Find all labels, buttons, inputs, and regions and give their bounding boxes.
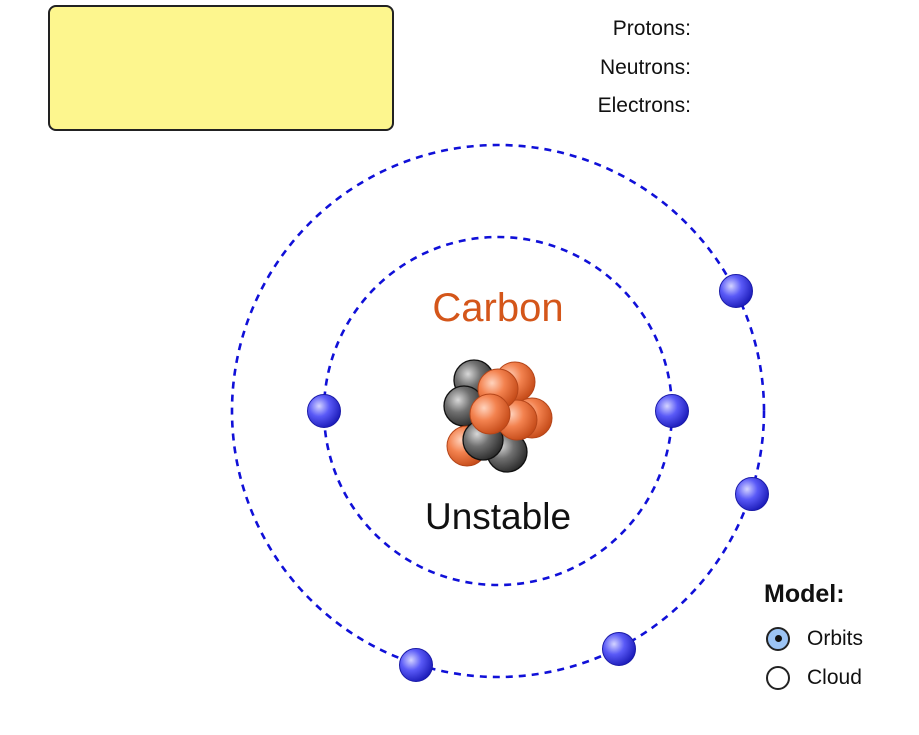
electrons-label: Electrons: bbox=[597, 94, 691, 117]
radio-unchecked-icon[interactable] bbox=[766, 665, 790, 690]
nucleus-proton bbox=[469, 393, 511, 435]
element-name: Carbon bbox=[432, 286, 564, 330]
model-option-orbits[interactable]: Orbits bbox=[764, 619, 863, 658]
inner-electron bbox=[307, 394, 341, 428]
nucleus bbox=[443, 359, 553, 473]
protons-label: Protons: bbox=[612, 17, 691, 40]
outer-electron bbox=[735, 477, 769, 511]
model-option-label: Cloud bbox=[807, 665, 862, 689]
model-title: Model: bbox=[764, 580, 845, 608]
outer-orbit bbox=[230, 143, 766, 679]
outer-electron bbox=[719, 274, 753, 308]
neutrons-label: Neutrons: bbox=[599, 56, 691, 79]
model-selector: Model: Orbits Cloud bbox=[764, 580, 863, 697]
inner-electron bbox=[655, 394, 689, 428]
model-option-label: Orbits bbox=[807, 626, 864, 650]
stability-label: Unstable bbox=[424, 496, 572, 537]
electrons bbox=[307, 274, 769, 682]
model-option-cloud[interactable]: Cloud bbox=[764, 658, 863, 697]
outer-electron bbox=[399, 648, 433, 682]
radio-dot-icon bbox=[774, 635, 782, 642]
outer-electron bbox=[602, 632, 636, 666]
radio-checked-icon[interactable] bbox=[766, 626, 790, 651]
particle-legend bbox=[48, 5, 394, 131]
